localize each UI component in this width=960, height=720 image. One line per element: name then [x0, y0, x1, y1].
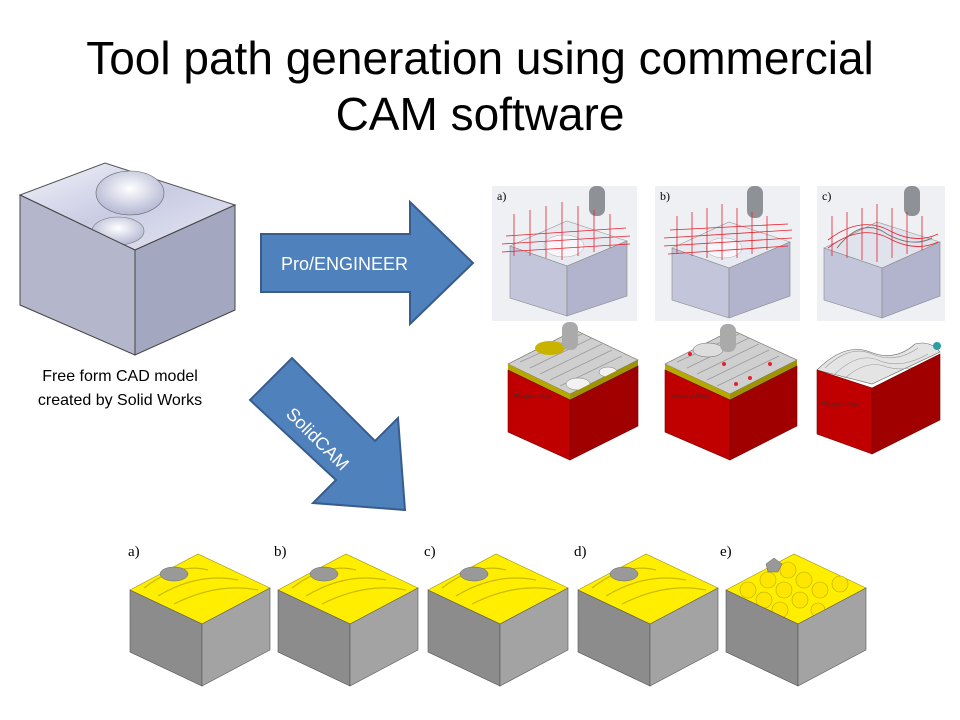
proengineer-toolpath-panels: a) b) c): [492, 186, 945, 321]
proe-panel-a-letter: a): [497, 189, 506, 203]
proengineer-label: Pro/ENGINEER: [281, 254, 408, 274]
result-panel-a: a): [128, 544, 271, 687]
proe-panel-c: c): [817, 186, 945, 321]
svg-text:Workpiece Origin: Workpiece Origin: [514, 394, 552, 400]
result-panel-c-letter: c): [424, 544, 436, 560]
caption-line-2: created by Solid Works: [37, 392, 203, 409]
solidcam-machining-panels: Workpiece Origin Workpiece Origin Workp: [507, 322, 941, 461]
result-panel-a-letter: a): [128, 544, 140, 560]
result-panel-c: c): [424, 544, 569, 687]
solidcam-result-panels: a) b) c) d): [128, 544, 867, 687]
result-panel-e-letter: e): [720, 544, 732, 560]
stock-panel-1: Workpiece Origin: [507, 322, 639, 461]
svg-text:Workpiece Origin: Workpiece Origin: [671, 394, 709, 400]
proe-panel-a: a): [492, 186, 637, 321]
stock-panel-2: Workpiece Origin: [664, 324, 798, 461]
result-panel-d-letter: d): [574, 544, 587, 560]
result-panel-b: b): [274, 544, 419, 687]
svg-text:Workpiece Origin: Workpiece Origin: [822, 402, 860, 408]
proe-panel-c-letter: c): [822, 189, 831, 203]
cad-model-caption: Free form CAD model created by Solid Wor…: [10, 365, 230, 413]
proengineer-arrow: Pro/ENGINEER: [260, 199, 475, 327]
proe-panel-b: b): [655, 186, 800, 321]
slide-title-line-2: CAM software: [335, 88, 625, 140]
slide-title: Tool path generation using commercial CA…: [40, 30, 920, 142]
cad-model-image: [18, 162, 237, 356]
result-panel-e: e): [720, 544, 867, 687]
caption-line-1: Free form CAD model: [42, 368, 198, 385]
slide-title-line-1: Tool path generation using commercial: [86, 32, 874, 84]
stock-panel-3: Workpiece Origin: [816, 342, 941, 455]
result-panel-d: d): [574, 544, 719, 687]
result-panel-b-letter: b): [274, 544, 287, 560]
solidcam-arrow: SolidCAM: [248, 356, 407, 512]
proe-panel-b-letter: b): [660, 189, 670, 203]
